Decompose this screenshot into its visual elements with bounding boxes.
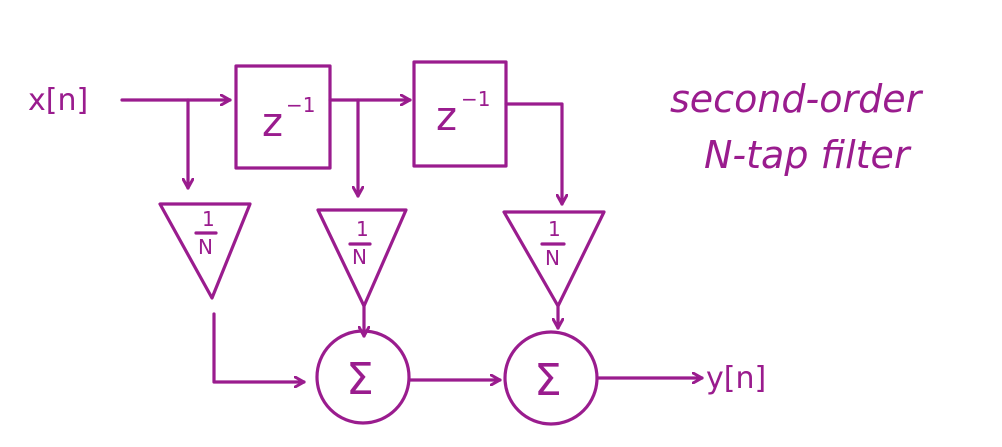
delay-label-1: z	[262, 100, 283, 146]
title-line-1: second-order	[670, 77, 924, 121]
gain-denominator-1: N	[352, 245, 367, 269]
delay-label-2: z	[436, 94, 457, 140]
title-line-2: N-tap filter	[704, 133, 912, 177]
gain-denominator-0: N	[198, 235, 213, 259]
gain0-to-sum1-arrow	[212, 312, 306, 382]
delay-block-1: z −1	[234, 64, 332, 170]
gain-triangle-2: 1 N	[502, 210, 606, 308]
input-label: x[n]	[28, 83, 88, 118]
summer-2: Σ	[503, 330, 599, 426]
sum-symbol-2: Σ	[534, 355, 562, 406]
delay-exponent-2: −1	[461, 87, 490, 111]
gain-triangle-0: 1 N	[158, 202, 252, 300]
output-label: y[n]	[706, 361, 766, 396]
gain-triangle-1: 1 N	[316, 208, 408, 308]
gain-numerator-2: 1	[548, 217, 561, 241]
gain-numerator-0: 1	[202, 207, 215, 231]
delay-block-2: z −1	[412, 60, 508, 168]
delay-exponent-1: −1	[286, 93, 315, 117]
gain-denominator-2: N	[545, 246, 560, 270]
gain-numerator-1: 1	[356, 217, 369, 241]
tap-arrow-2	[504, 102, 562, 206]
sum-symbol-1: Σ	[346, 354, 374, 405]
summer-1: Σ	[315, 329, 411, 425]
